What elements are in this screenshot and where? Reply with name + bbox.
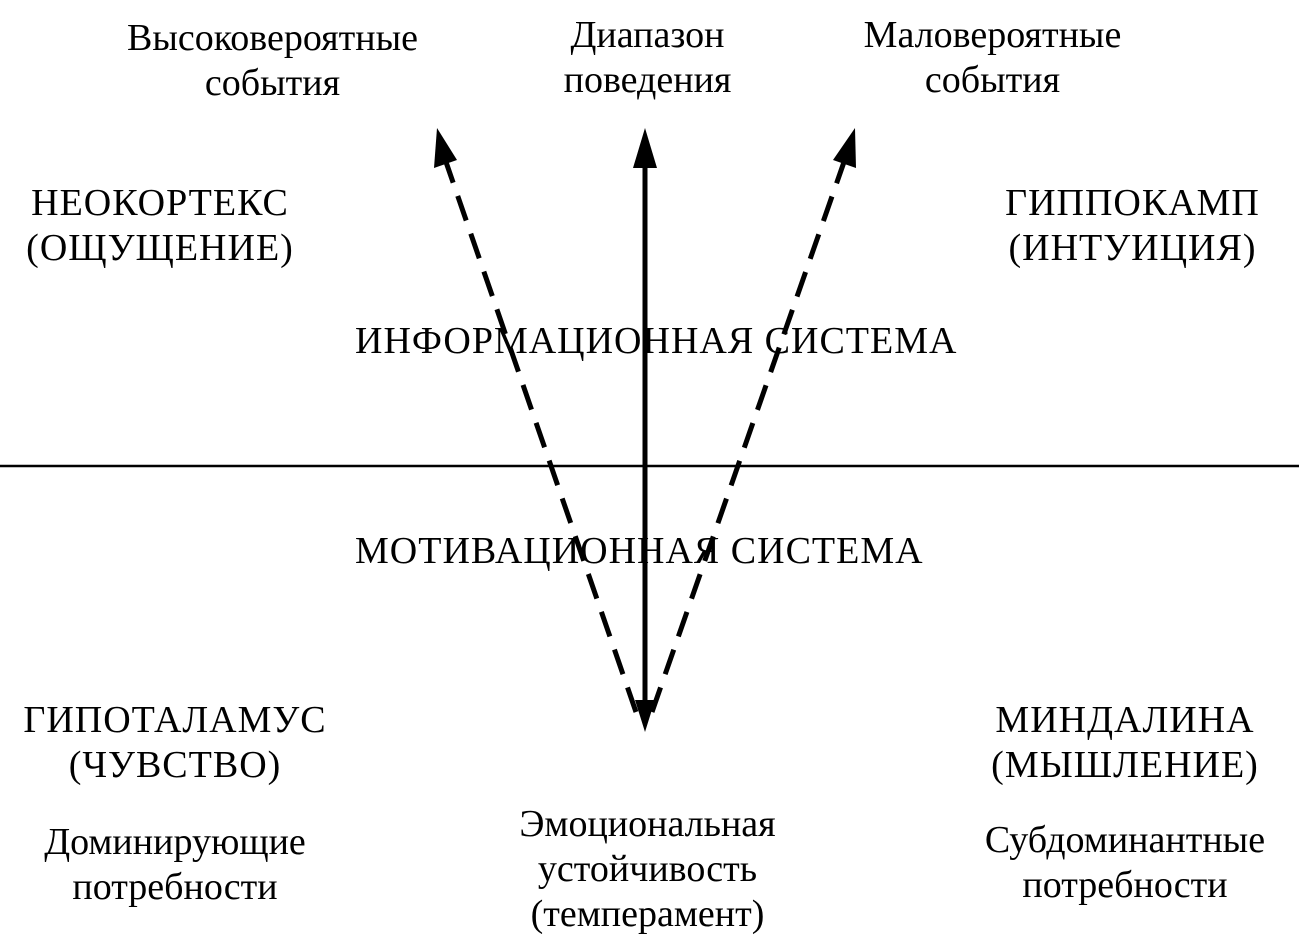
high-probability-arrowhead [434,128,457,168]
motivation-system-label: МОТИВАЦИОННАЯ СИСТЕМА [355,530,924,572]
dominant-needs-label: Доминирующие потребности [25,820,325,910]
neocortex-title: НЕОКОРТЕКС [31,182,289,224]
amygdala-function: (МЫШЛЕНИЕ) [991,744,1259,786]
subdominant-needs-line-1: Субдоминантные [984,819,1266,861]
emotional-stability-line-2: устойчивость [537,848,758,890]
hypothalamus-title: ГИПОТАЛАМУС [23,699,327,741]
low-probability-dashed-arrow [649,161,847,713]
high-probability-dashed-arrow [443,161,639,713]
hypothalamus-label: ГИПОТАЛАМУС (ЧУВСТВО) [15,698,335,788]
low-probability-line-1: Маловероятные [863,14,1122,56]
behavior-range-line-2: поведения [563,59,732,101]
subdominant-needs-label: Субдоминантные потребности [965,818,1285,908]
subdominant-needs-line-2: потребности [1022,864,1228,906]
hippocampus-title: ГИППОКАМП [1005,182,1260,224]
behavior-range-line-1: Диапазон [570,14,725,56]
hippocampus-label: ГИППОКАМП (ИНТУИЦИЯ) [990,181,1275,271]
high-probability-line-1: Высоковероятные [127,17,418,59]
high-probability-events-label: Высоковероятные события [110,16,435,106]
hippocampus-function: (ИНТУИЦИЯ) [1008,227,1257,269]
information-system-label: ИНФОРМАЦИОННАЯ СИСТЕМА [355,320,958,362]
neocortex-function: (ОЩУЩЕНИЕ) [26,227,294,269]
neocortex-label: НЕОКОРТЕКС (ОЩУЩЕНИЕ) [15,181,305,271]
behavior-range-arrowhead-top [633,128,657,168]
low-probability-arrowhead [833,128,856,168]
emotional-stability-line-1: Эмоциональная [519,803,776,845]
amygdala-label: МИНДАЛИНА (МЫШЛЕНИЕ) [980,698,1270,788]
dominant-needs-line-1: Доминирующие [44,821,306,863]
emotional-stability-line-3: (темперамент) [530,893,765,935]
low-probability-events-label: Маловероятные события [845,13,1140,103]
behavior-range-label: Диапазон поведения [530,13,765,103]
high-probability-line-2: события [204,62,341,104]
behavior-range-arrowhead-bottom [635,700,655,732]
low-probability-line-2: события [924,59,1061,101]
hypothalamus-function: (ЧУВСТВО) [68,744,282,786]
emotional-stability-label: Эмоциональная устойчивость (темперамент) [495,802,800,937]
amygdala-title: МИНДАЛИНА [995,699,1255,741]
dominant-needs-line-2: потребности [72,866,278,908]
